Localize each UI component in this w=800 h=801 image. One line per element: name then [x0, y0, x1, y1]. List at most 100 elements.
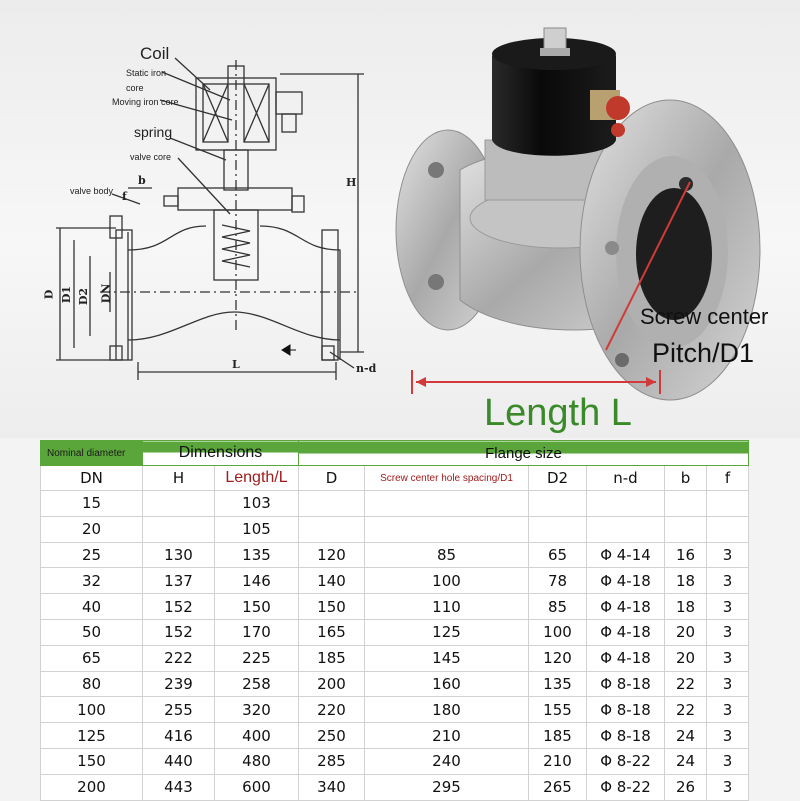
table-cell: 26: [664, 773, 707, 801]
table-cell: [364, 490, 529, 517]
table-cell: 200: [298, 670, 365, 698]
label-static-iron-core: Static iron core: [126, 68, 167, 93]
table-cell: 3: [706, 644, 749, 672]
table-cell: 137: [142, 567, 215, 595]
table-cell: Φ 4-18: [586, 593, 665, 620]
table-cell: 24: [664, 722, 707, 749]
table-cell: 145: [364, 644, 529, 672]
table-cell: 100: [528, 618, 587, 646]
table-cell: Φ 8-22: [586, 747, 665, 775]
table-cell: 225: [214, 644, 299, 672]
table-cell: 340: [298, 773, 365, 801]
table-cell: Φ 8-18: [586, 696, 665, 724]
table-cell: 150: [40, 747, 143, 775]
col-f: f: [706, 465, 749, 491]
table-cell: 130: [142, 541, 215, 569]
table-cell: 3: [706, 722, 749, 749]
table-cell: 80: [40, 670, 143, 698]
table-cell: 258: [214, 670, 299, 698]
table-cell: [298, 515, 365, 543]
valve-product-photo: [395, 27, 761, 401]
col-length: Length/L: [214, 465, 299, 491]
table-cell: 3: [706, 541, 749, 569]
table-cell: 78: [528, 567, 587, 595]
table-cell: 480: [214, 747, 299, 775]
label-valve-body: valve body: [70, 186, 114, 196]
table-cell: 3: [706, 618, 749, 646]
col-screw-spacing: Screw center hole spacing/D1: [364, 465, 529, 491]
table-cell: 155: [528, 696, 587, 724]
table-cell: 150: [214, 593, 299, 620]
screw-center-label: Screw center: [640, 304, 769, 329]
table-cell: [364, 515, 529, 543]
table-cell: 110: [364, 593, 529, 620]
table-cell: 440: [142, 747, 215, 775]
table-cell: 50: [40, 618, 143, 646]
table-cell: 22: [664, 670, 707, 698]
table-cell: [664, 515, 707, 543]
table-cell: 65: [528, 541, 587, 569]
label-L: L: [232, 358, 240, 371]
table-cell: [142, 515, 215, 543]
table-cell: 210: [364, 722, 529, 749]
dimensions-header: Dimensions: [142, 440, 299, 466]
table-cell: 32: [40, 567, 143, 595]
table-cell: 135: [528, 670, 587, 698]
label-moving-iron-core: Moving iron core: [112, 97, 179, 107]
table-cell: [586, 490, 665, 517]
flange-size-header: Flange size: [298, 440, 749, 466]
table-cell: 416: [142, 722, 215, 749]
table-cell: 170: [214, 618, 299, 646]
table-cell: 15: [40, 490, 143, 517]
table-cell: 180: [364, 696, 529, 724]
table-cell: [706, 490, 749, 517]
table-cell: 20: [664, 618, 707, 646]
table-cell: 3: [706, 567, 749, 595]
table-cell: [664, 490, 707, 517]
table-cell: Φ 8-18: [586, 722, 665, 749]
col-h: H: [142, 465, 215, 491]
table-cell: 40: [40, 593, 143, 620]
table-cell: 165: [298, 618, 365, 646]
table-cell: 210: [528, 747, 587, 775]
table-cell: 3: [706, 670, 749, 698]
table-cell: 220: [298, 696, 365, 724]
table-cell: 255: [142, 696, 215, 724]
table-cell: 18: [664, 567, 707, 595]
table-cell: 135: [214, 541, 299, 569]
label-D2: D2: [77, 287, 91, 306]
table-cell: 100: [364, 567, 529, 595]
group-header-row: Nominal diameter Dimensions Flange size: [40, 440, 749, 466]
table-cell: 185: [528, 722, 587, 749]
table-cell: 22: [664, 696, 707, 724]
table-cell: 3: [706, 696, 749, 724]
table-cell: 146: [214, 567, 299, 595]
table-cell: 443: [142, 773, 215, 801]
label-DN: DN: [99, 283, 113, 304]
table-cell: 105: [214, 515, 299, 543]
table-cell: Φ 4-18: [586, 567, 665, 595]
table-cell: 239: [142, 670, 215, 698]
table-cell: [528, 490, 587, 517]
table-cell: 400: [214, 722, 299, 749]
table-cell: 222: [142, 644, 215, 672]
table-cell: 320: [214, 696, 299, 724]
col-dn: DN: [40, 465, 143, 491]
table-cell: 152: [142, 618, 215, 646]
table-cell: 120: [298, 541, 365, 569]
table-cell: 250: [298, 722, 365, 749]
product-illustration: Coil Static iron core Moving iron core s…: [0, 0, 800, 438]
column-header-row: DN H Length/L D Screw center hole spacin…: [40, 465, 749, 491]
table-cell: 3: [706, 773, 749, 801]
table-cell: 295: [364, 773, 529, 801]
label-coil: Coil: [140, 44, 170, 63]
table-cell: [298, 490, 365, 517]
col-d: D: [298, 465, 365, 491]
